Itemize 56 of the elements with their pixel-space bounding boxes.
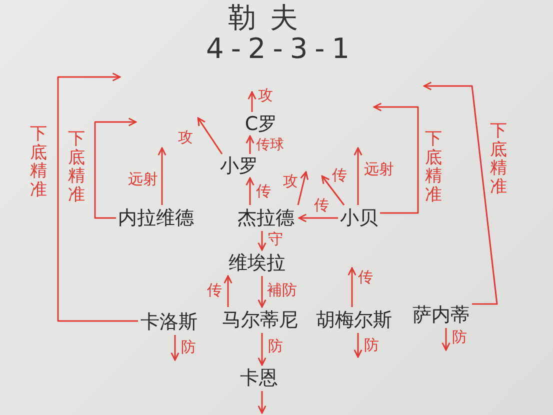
- arrow: [246, 135, 254, 154]
- player-name: C罗: [244, 112, 278, 136]
- arrow: [158, 147, 166, 205]
- arrow: [258, 333, 266, 366]
- player-name: 内拉维德: [116, 205, 196, 231]
- arrow: [248, 91, 256, 112]
- arrow: [258, 231, 266, 251]
- edge-label: 远射: [364, 160, 394, 178]
- edge-label: 传: [332, 166, 347, 184]
- player-name: 卡恩: [238, 365, 280, 391]
- player-name: 维埃拉: [224, 250, 290, 276]
- edge-label: 守: [268, 230, 283, 248]
- edge-label: 传: [358, 268, 373, 286]
- edge-label: 传: [256, 182, 271, 200]
- edge-label: 远射: [128, 170, 158, 188]
- player-name: 杰拉德: [233, 205, 299, 231]
- edge-label: 防: [364, 336, 379, 354]
- player-name: 小贝: [338, 205, 380, 231]
- edge-label: 下底精准: [490, 122, 507, 197]
- arrow: [258, 276, 266, 308]
- formation-label: 4-2-3-1: [206, 36, 357, 62]
- edge-label: 下底精准: [68, 130, 85, 205]
- edge-label: 攻: [258, 86, 273, 104]
- edge-label: 下底精准: [425, 130, 442, 205]
- player-name: 萨内蒂: [410, 302, 472, 328]
- arrow: [297, 171, 309, 206]
- edge-label: 攻: [178, 128, 193, 146]
- arrow: [298, 214, 338, 222]
- arrow: [224, 275, 232, 307]
- player-name: 马尔蒂尼: [220, 307, 300, 333]
- edge-label: 传: [314, 196, 329, 214]
- title: 勒夫: [228, 2, 312, 34]
- player-name: 小罗: [220, 154, 258, 178]
- arrow: [258, 391, 266, 414]
- edge-label: 防: [452, 328, 467, 346]
- arrow: [246, 177, 254, 205]
- edge-label: 防: [181, 338, 196, 356]
- arrow: [170, 335, 180, 361]
- arrow: [321, 175, 345, 206]
- edge-label: 传: [207, 281, 222, 299]
- bent-arrow: [94, 118, 137, 219]
- edge-label: 防: [268, 337, 283, 355]
- player-name: 卡洛斯: [138, 309, 200, 335]
- bent-arrow: [57, 72, 138, 322]
- bent-arrow: [423, 82, 498, 305]
- bent-arrow: [373, 102, 419, 214]
- edge-label: 传球: [256, 136, 284, 154]
- edge-label: 攻: [283, 172, 298, 190]
- edge-label: 補防: [267, 281, 297, 299]
- arrow: [442, 328, 450, 351]
- arrow: [348, 267, 356, 307]
- edge-label: 下底精准: [30, 125, 47, 200]
- arrow: [197, 117, 223, 154]
- player-name: 胡梅尔斯: [314, 307, 394, 333]
- arrow: [354, 333, 362, 358]
- arrow: [354, 147, 362, 205]
